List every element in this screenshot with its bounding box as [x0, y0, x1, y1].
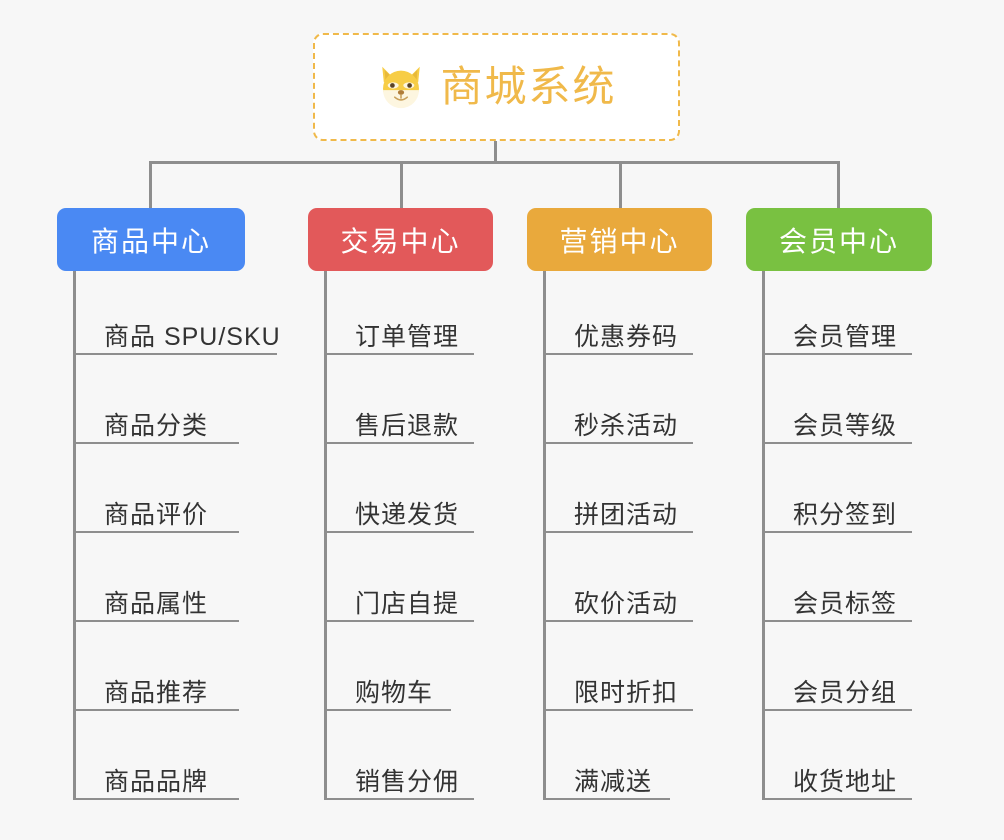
leaf-item[interactable]: 会员分组 [762, 622, 912, 711]
leaf-item-label: 限时折扣 [574, 678, 679, 707]
leaf-item[interactable]: 商品 SPU/SKU [73, 271, 280, 355]
branch-header-trade-center[interactable]: 交易中心 [308, 208, 493, 271]
branch-header-label: 会员中心 [778, 225, 899, 257]
root-stem-connector [494, 141, 497, 163]
leaf-item-label: 商品评价 [104, 500, 209, 529]
leaf-item[interactable]: 秒杀活动 [543, 355, 693, 444]
leaf-item[interactable]: 订单管理 [324, 271, 474, 355]
branch-header-member-center[interactable]: 会员中心 [746, 208, 932, 271]
branch-bus-connector [149, 161, 840, 164]
leaf-item-label: 商品推荐 [104, 678, 209, 707]
leaf-item[interactable]: 会员管理 [762, 271, 912, 355]
root-title: 商城系统 [440, 63, 617, 110]
leaf-item[interactable]: 购物车 [324, 622, 451, 711]
leaf-item[interactable]: 会员等级 [762, 355, 912, 444]
leaf-item-label: 收货地址 [793, 767, 898, 796]
leaf-item-label: 积分签到 [793, 500, 898, 529]
shiba-dog-face-icon [376, 62, 426, 112]
leaf-item-label: 满减送 [574, 767, 653, 796]
leaf-item-label: 秒杀活动 [574, 411, 679, 440]
root-node[interactable]: 商城系统 [313, 33, 680, 141]
leaf-item-label: 商品属性 [104, 589, 209, 618]
leaf-item-label: 优惠券码 [574, 322, 679, 351]
leaf-item-label: 会员管理 [793, 322, 898, 351]
leaf-item[interactable]: 商品属性 [73, 533, 239, 622]
leaf-item-label: 销售分佣 [355, 767, 460, 796]
leaf-item[interactable]: 销售分佣 [324, 711, 474, 800]
branch-header-label: 营销中心 [559, 225, 680, 257]
branch-drop-connector-2 [400, 161, 403, 208]
branch-trunk [324, 271, 327, 800]
leaf-item-label: 门店自提 [355, 589, 460, 618]
branch-drop-connector-1 [149, 161, 152, 208]
leaf-item[interactable]: 商品评价 [73, 444, 239, 533]
leaf-item[interactable]: 收货地址 [762, 711, 912, 800]
branch-drop-connector-3 [619, 161, 622, 208]
leaf-item[interactable]: 商品品牌 [73, 711, 239, 800]
leaf-item[interactable]: 售后退款 [324, 355, 474, 444]
leaf-item[interactable]: 快递发货 [324, 444, 474, 533]
leaf-item[interactable]: 限时折扣 [543, 622, 693, 711]
leaf-item[interactable]: 拼团活动 [543, 444, 693, 533]
leaf-item[interactable]: 满减送 [543, 711, 670, 800]
branch-header-product-center[interactable]: 商品中心 [57, 208, 245, 271]
branch-drop-connector-4 [837, 161, 840, 208]
leaf-item-label: 商品品牌 [104, 767, 209, 796]
leaf-item-label: 拼团活动 [574, 500, 679, 529]
leaf-item-label: 会员分组 [793, 678, 898, 707]
leaf-item[interactable]: 会员标签 [762, 533, 912, 622]
leaf-item[interactable]: 门店自提 [324, 533, 474, 622]
branch-trunk [762, 271, 765, 800]
leaf-item-label: 售后退款 [355, 411, 460, 440]
leaf-item[interactable]: 积分签到 [762, 444, 912, 533]
leaf-item-label: 商品分类 [104, 411, 209, 440]
branch-trunk [543, 271, 546, 800]
branch-header-label: 商品中心 [90, 225, 211, 257]
leaf-item-label: 订单管理 [355, 322, 460, 351]
leaf-item[interactable]: 优惠券码 [543, 271, 693, 355]
leaf-item-label: 砍价活动 [574, 589, 679, 618]
leaf-item-label: 会员标签 [793, 589, 898, 618]
leaf-item-label: 商品 SPU/SKU [104, 322, 281, 351]
leaf-item[interactable]: 砍价活动 [543, 533, 693, 622]
leaf-item[interactable]: 商品分类 [73, 355, 239, 444]
branch-header-marketing-center[interactable]: 营销中心 [527, 208, 712, 271]
leaf-item[interactable]: 商品推荐 [73, 622, 239, 711]
branch-header-label: 交易中心 [340, 225, 461, 257]
leaf-item-label: 购物车 [355, 678, 434, 707]
leaf-item-label: 快递发货 [355, 500, 460, 529]
branch-trunk [73, 271, 76, 800]
leaf-item-label: 会员等级 [793, 411, 898, 440]
